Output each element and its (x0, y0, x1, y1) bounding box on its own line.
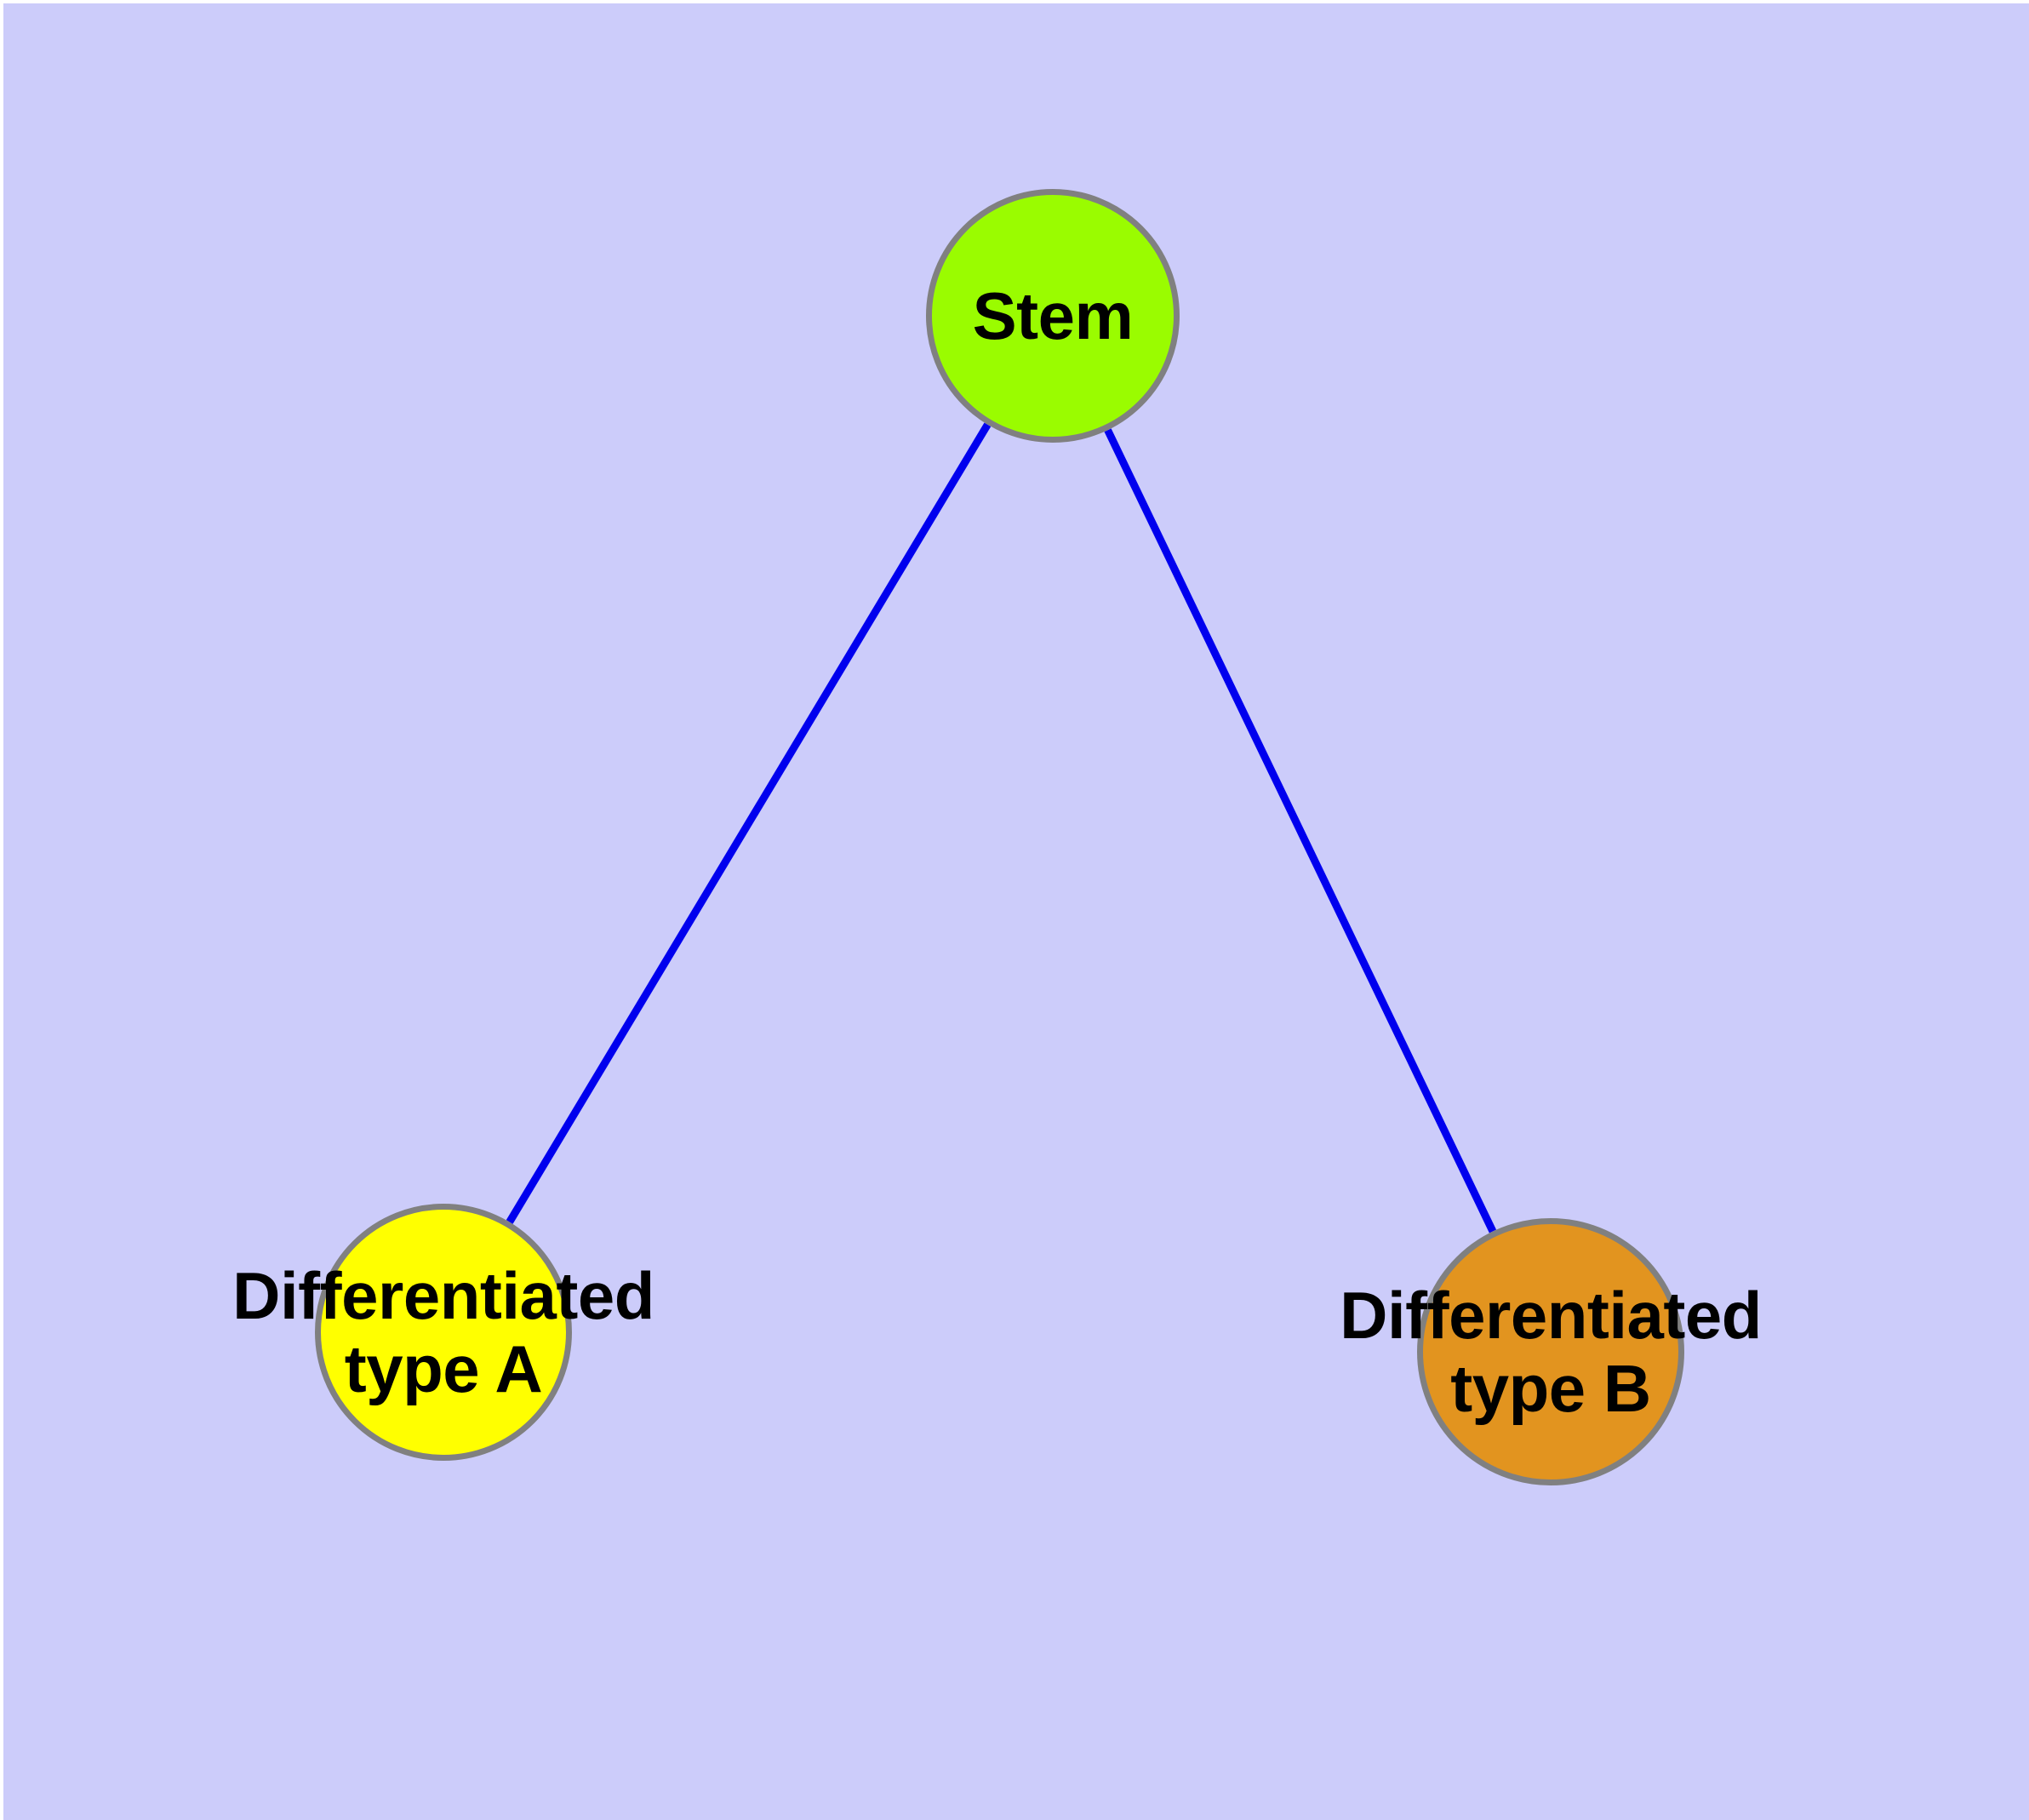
graph-node-diff_b[interactable] (1417, 1218, 1684, 1485)
node-layer (315, 189, 1684, 1485)
graph-node-stem[interactable] (926, 189, 1180, 443)
graph-edge-stem-diff_b[interactable] (1104, 428, 1497, 1233)
graph-edge-stem-diff_a[interactable] (506, 422, 992, 1224)
edge-layer (506, 422, 1497, 1233)
graph-node-diff_a[interactable] (315, 1204, 572, 1461)
